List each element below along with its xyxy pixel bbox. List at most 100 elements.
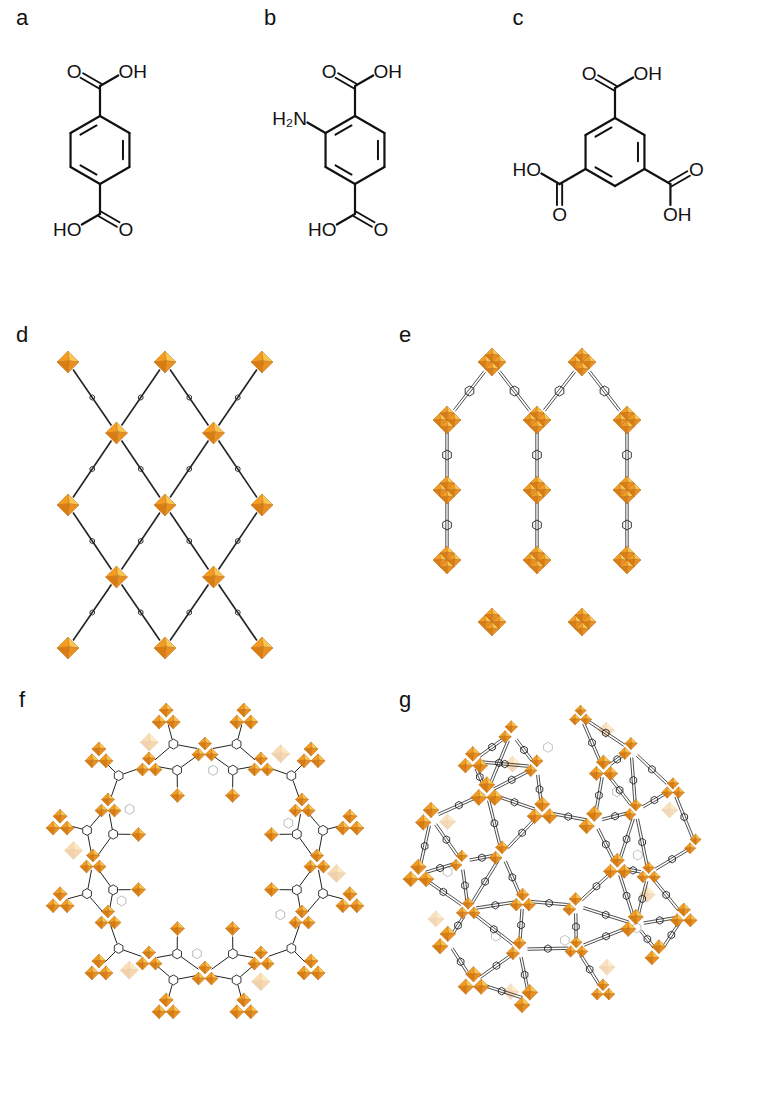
octahedron-facet bbox=[248, 763, 255, 770]
octahedron-facet bbox=[46, 905, 54, 913]
octahedron-facet bbox=[205, 754, 212, 761]
octahedron-facet bbox=[473, 979, 482, 987]
octahedron-facet bbox=[317, 866, 324, 873]
octahedron-facet bbox=[690, 834, 696, 840]
octahedron-facet bbox=[115, 810, 122, 817]
octahedron-facet bbox=[610, 864, 617, 871]
metal-octahedron bbox=[456, 850, 467, 861]
metal-octahedron bbox=[226, 922, 240, 936]
octahedron-facet bbox=[537, 420, 544, 427]
octahedron-facet bbox=[281, 753, 290, 763]
octahedron-facet bbox=[350, 887, 357, 894]
metal-octahedron bbox=[106, 566, 128, 588]
octahedron-facet bbox=[297, 972, 305, 980]
metal-octahedron bbox=[418, 871, 433, 886]
octahedron-facet bbox=[610, 853, 618, 860]
octahedron-facet bbox=[628, 928, 636, 936]
linker-line bbox=[588, 372, 618, 411]
metal-octahedron bbox=[627, 483, 641, 497]
metal-octahedron bbox=[613, 553, 627, 567]
octahedron-facet bbox=[336, 905, 344, 913]
linker-line bbox=[455, 372, 485, 411]
octahedron-facet bbox=[454, 413, 461, 420]
metal-octahedron bbox=[99, 754, 113, 768]
octahedron-facet bbox=[447, 553, 455, 560]
octahedron-facet bbox=[95, 916, 102, 923]
metal-octahedron bbox=[576, 946, 587, 957]
octahedron-facet bbox=[166, 1005, 174, 1012]
octahedron-facet bbox=[603, 979, 609, 985]
octahedron-facet bbox=[506, 953, 513, 960]
octahedron-facet bbox=[343, 809, 351, 816]
octahedron-facet bbox=[466, 979, 474, 987]
octahedron-facet bbox=[575, 714, 581, 720]
octahedron-facet bbox=[214, 432, 225, 444]
octahedron-facet bbox=[522, 1004, 530, 1013]
metal-octahedron bbox=[304, 860, 317, 873]
metal-octahedron bbox=[403, 871, 418, 886]
metal-octahedron bbox=[304, 742, 318, 756]
linker-line bbox=[462, 870, 466, 902]
framework-f bbox=[46, 703, 364, 1019]
octahedron-facet bbox=[336, 865, 345, 874]
octahedron-facet bbox=[415, 822, 424, 831]
linker-line bbox=[232, 937, 233, 949]
octahedron-facet bbox=[205, 748, 212, 755]
linker-ring bbox=[544, 742, 553, 752]
linker-line bbox=[122, 512, 160, 569]
linker-ring bbox=[593, 882, 600, 890]
octahedron-facet bbox=[177, 928, 184, 936]
metal-octahedron bbox=[428, 911, 444, 927]
panel-letter: b bbox=[264, 7, 276, 29]
bond-line bbox=[355, 116, 384, 133]
linker-ring bbox=[209, 765, 218, 775]
metal-octahedron bbox=[343, 887, 357, 901]
octahedron-facet bbox=[513, 947, 520, 954]
octahedron-facet bbox=[46, 821, 54, 828]
octahedron-facet bbox=[662, 802, 671, 810]
octahedron-facet bbox=[456, 850, 462, 856]
linker-ring bbox=[545, 945, 552, 953]
linker-ring bbox=[287, 771, 296, 781]
linker-line bbox=[584, 928, 629, 946]
octahedron-facet bbox=[255, 957, 262, 964]
octahedron-facet bbox=[627, 546, 634, 553]
linker-line bbox=[232, 775, 233, 787]
octahedron-facet bbox=[311, 742, 318, 749]
octahedron-facet bbox=[631, 737, 637, 743]
octahedron-facet bbox=[418, 871, 427, 879]
metal-octahedron bbox=[568, 355, 582, 369]
octahedron-facet bbox=[318, 754, 325, 761]
octahedron-facet bbox=[233, 795, 240, 803]
octahedron-facet bbox=[667, 792, 673, 798]
atom-label: O bbox=[552, 205, 567, 224]
molecule-structure bbox=[71, 73, 690, 227]
octahedron-facet bbox=[462, 907, 468, 913]
octahedron-facet bbox=[440, 489, 447, 497]
octahedron-facet bbox=[433, 413, 441, 420]
octahedron-facet bbox=[262, 494, 273, 505]
atom-label: HO bbox=[308, 220, 337, 239]
octahedron-facet bbox=[343, 887, 351, 894]
linker-line bbox=[515, 740, 531, 761]
octahedron-facet bbox=[589, 773, 597, 781]
octahedron-facet bbox=[530, 559, 537, 567]
octahedron-facet bbox=[120, 969, 130, 979]
metal-octahedron bbox=[649, 871, 661, 883]
linker-line bbox=[656, 850, 689, 870]
linker-ring bbox=[603, 841, 610, 849]
octahedron-facet bbox=[350, 827, 358, 835]
octahedron-facet bbox=[411, 871, 419, 879]
metal-octahedron bbox=[297, 754, 311, 768]
octahedron-facet bbox=[620, 426, 628, 434]
octahedron-facet bbox=[226, 795, 234, 803]
linker-line bbox=[155, 747, 170, 759]
octahedron-facet bbox=[620, 553, 627, 560]
linker-line bbox=[599, 828, 615, 859]
octahedron-facet bbox=[297, 760, 305, 768]
octahedron-facet bbox=[68, 351, 79, 362]
metal-octahedron bbox=[248, 957, 261, 970]
octahedron-facet bbox=[628, 921, 636, 929]
linker-line bbox=[445, 432, 446, 478]
